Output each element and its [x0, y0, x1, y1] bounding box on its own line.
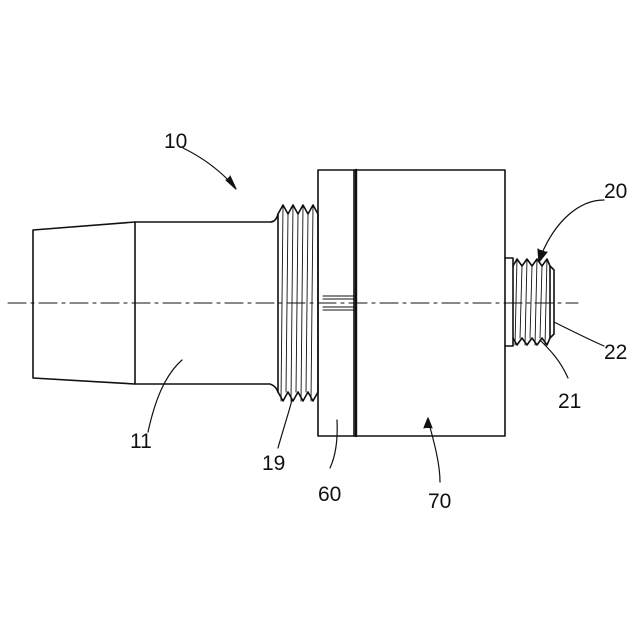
label-60: 60: [318, 484, 341, 505]
label-21: 21: [558, 391, 581, 412]
label-70: 70: [428, 491, 451, 512]
leader-70: [428, 420, 440, 482]
leader-19: [278, 400, 292, 448]
arrowhead-10: [226, 176, 236, 189]
arrowhead-70: [424, 418, 432, 428]
leader-22: [554, 322, 604, 346]
leader-11: [148, 360, 182, 432]
label-11: 11: [130, 431, 152, 452]
leader-21: [540, 340, 568, 378]
leader-20: [540, 200, 604, 258]
leader-60: [330, 420, 337, 468]
label-19: 19: [262, 453, 285, 474]
label-22: 22: [604, 342, 627, 363]
outlet-fitting: [505, 258, 554, 346]
label-10: 10: [164, 131, 187, 152]
label-20: 20: [604, 181, 627, 202]
